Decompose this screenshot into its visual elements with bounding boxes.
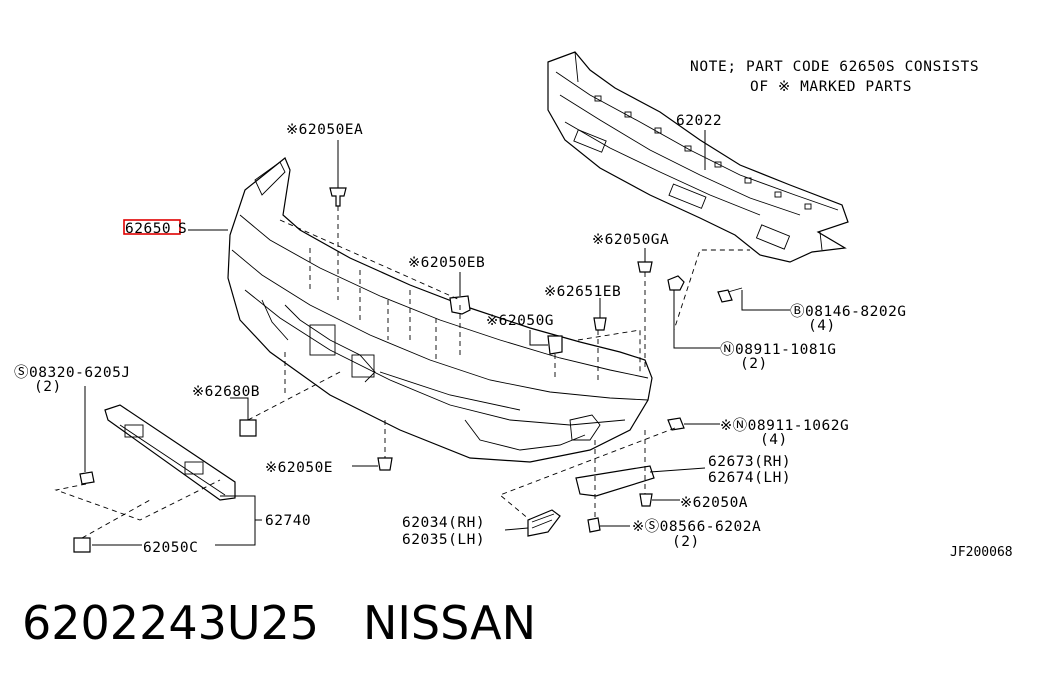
label-62050E: ※62050E <box>265 460 333 476</box>
label-62650S-highlighted: 62650 <box>125 221 171 237</box>
drawing-code: JF200068 <box>950 545 1013 560</box>
note-text: NOTE; PART CODE 62650S CONSISTS OF ※ MAR… <box>690 59 979 95</box>
label-08911-1081G: Ⓝ08911-1081G <box>720 341 837 358</box>
reinforcement-beam-62022 <box>547 51 849 263</box>
label-62022: 62022 <box>676 113 722 129</box>
label-62740: 62740 <box>265 513 311 529</box>
nut-08911-1081G <box>667 275 685 291</box>
note-line-2: OF ※ MARKED PARTS <box>750 79 912 95</box>
clip-62050G <box>547 335 563 355</box>
label-08320-6205J: Ⓢ08320-6205J <box>14 364 131 381</box>
clip-62050C <box>73 537 91 553</box>
label-62674-LH: 62674(LH) <box>708 470 791 486</box>
footer-part-number: 6202243U25 <box>22 596 320 650</box>
label-08911-1081G-qty: (2) <box>740 356 768 372</box>
label-08146-qty: (4) <box>808 318 836 334</box>
label-62680B: ※62680B <box>192 384 260 400</box>
label-62650S-suffix: S <box>178 221 187 237</box>
screw-08566-6202A <box>587 517 601 533</box>
bolt-08146-8202G <box>717 287 743 303</box>
label-08566-6202A: ※Ⓢ08566-6202A <box>632 518 761 535</box>
fog-lamp-finisher-62034 <box>527 509 561 537</box>
label-62050GA: ※62050GA <box>592 232 669 248</box>
label-08320-qty: (2) <box>34 379 62 395</box>
label-08911-1062G-qty: (4) <box>760 432 788 448</box>
screw-08320-6205J <box>79 471 95 485</box>
label-62050A: ※62050A <box>680 495 748 511</box>
footer-part-info: 6202243U25 NISSAN <box>22 596 536 650</box>
label-62673-RH: 62673(RH) <box>708 454 791 470</box>
label-62050C: 62050C <box>143 540 198 556</box>
clip-62050EA <box>329 187 347 207</box>
bumper-fascia <box>227 157 653 463</box>
label-62651EB: ※62651EB <box>544 284 621 300</box>
clip-62050GA <box>637 261 653 273</box>
label-62035-LH: 62035(LH) <box>402 532 485 548</box>
leader-lines <box>84 130 790 546</box>
nut-08911-1062G <box>667 417 685 431</box>
bracket-62680B <box>239 419 257 437</box>
clip-62050A <box>639 493 653 507</box>
label-08911-1062G: ※Ⓝ08911-1062G <box>720 417 849 434</box>
license-bracket-62740 <box>104 404 236 501</box>
label-62050G: ※62050G <box>486 313 554 329</box>
label-62050EA: ※62050EA <box>286 122 363 138</box>
label-62034-RH: 62034(RH) <box>402 515 485 531</box>
label-08146-8202G: Ⓑ08146-8202G <box>790 303 907 320</box>
clip-62050E <box>377 457 393 471</box>
label-62050EB: ※62050EB <box>408 255 485 271</box>
clip-62651EB <box>593 317 607 331</box>
footer-brand: NISSAN <box>362 596 537 650</box>
label-08566-qty: (2) <box>672 534 700 550</box>
bracket-62673-62674 <box>575 465 655 497</box>
highlight-box <box>123 219 181 235</box>
note-line-1: NOTE; PART CODE 62650S CONSISTS <box>690 59 979 75</box>
